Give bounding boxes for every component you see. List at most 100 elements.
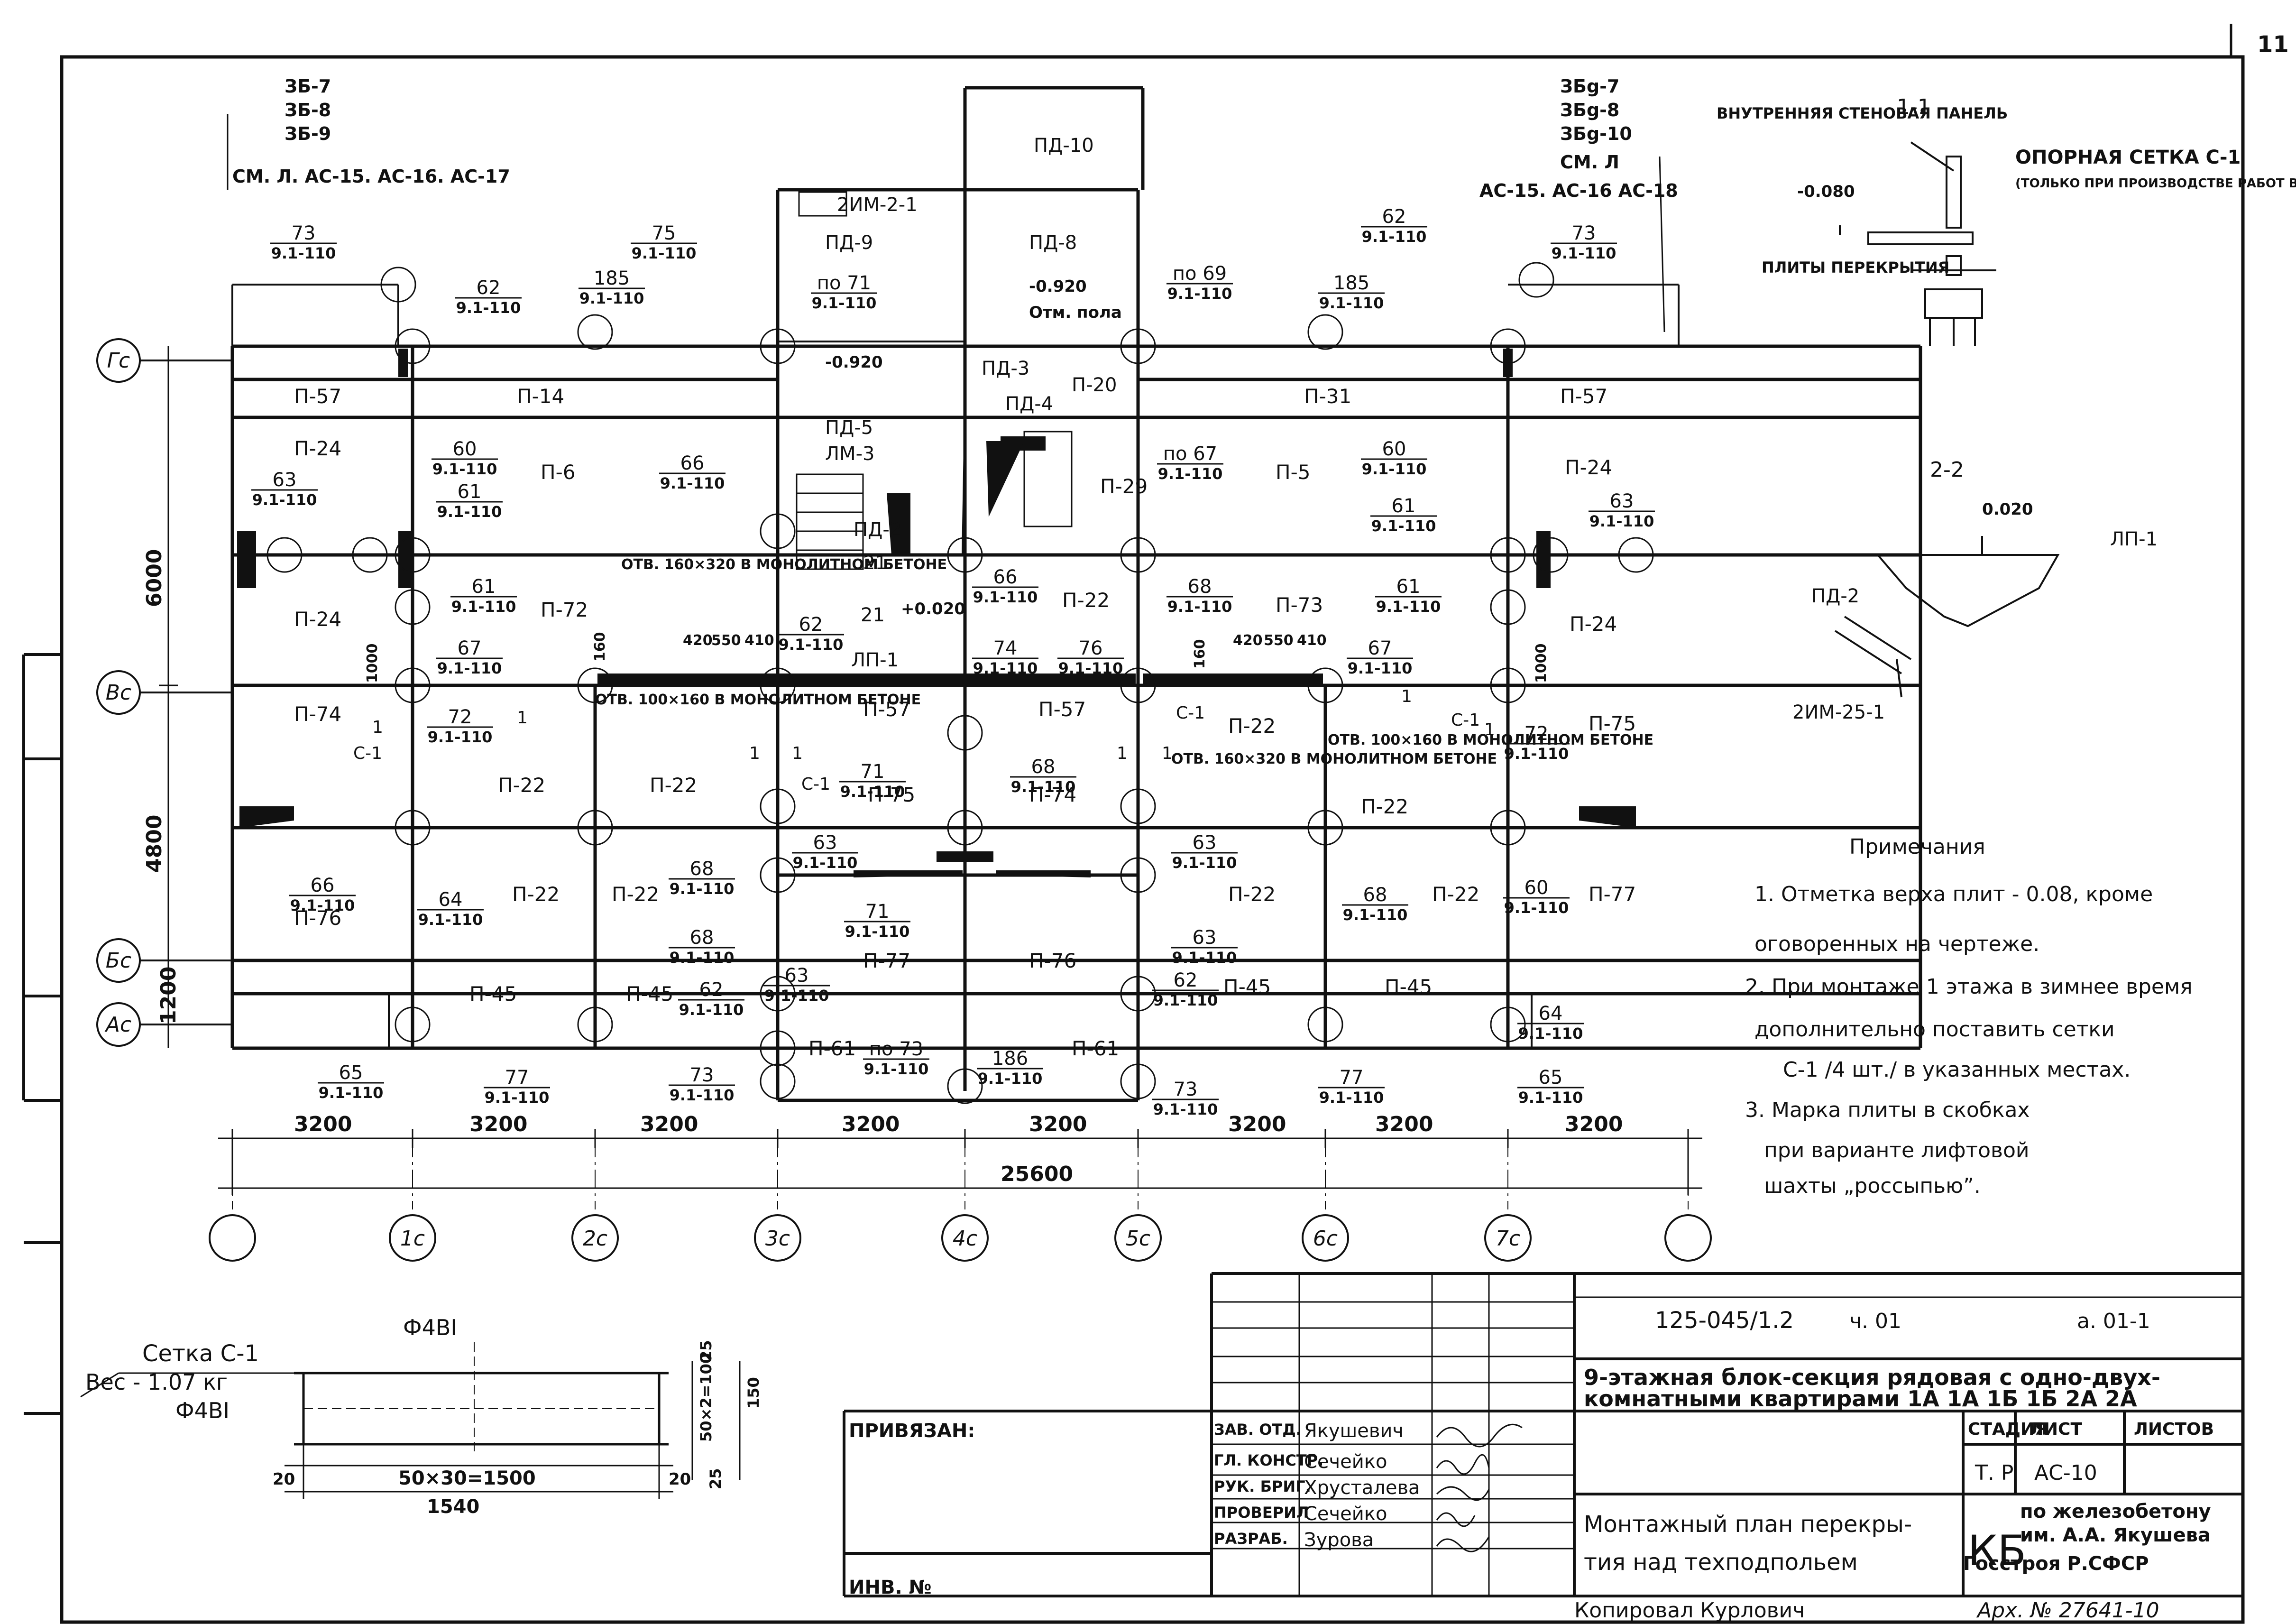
node-label: 689.1-110 (669, 858, 735, 898)
landing-mark: ЛМ-3 (825, 443, 874, 465)
node-series: 9.1-110 (764, 987, 829, 1005)
node-number: 67 (458, 637, 482, 659)
node-number: 62 (1382, 206, 1406, 228)
section-tag: 1 (1401, 687, 1412, 706)
slab-mark: П-22 (498, 774, 545, 797)
note-line: шахты „россыпью”. (1764, 1174, 1981, 1198)
section-tag: 1 (792, 744, 803, 763)
node-label: 639.1-110 (1171, 927, 1238, 967)
node-label: 759.1-110 (631, 222, 697, 262)
node-label: 629.1-110 (455, 277, 522, 317)
node-series: 9.1-110 (437, 503, 502, 521)
level-mark: -0.920 (1029, 277, 1087, 296)
row-dimension: 6000 (142, 549, 166, 607)
person-name: Сечейко (1304, 1503, 1387, 1525)
slab-mark: П-6 (541, 461, 575, 484)
mesh-dim: 25 (707, 1468, 725, 1489)
mesh-title: Сетка С-1 (142, 1340, 259, 1367)
landing-mark: ПД-2 (854, 519, 901, 541)
node-number: 68 (1031, 756, 1056, 778)
org-logo: КБ (1968, 1526, 2026, 1575)
note-line: оговоренных на чертеже. (1754, 932, 2039, 956)
small-dimension: 160 (592, 632, 608, 662)
slab-mark: П-22 (1432, 883, 1479, 906)
node-series: 9.1-110 (1518, 1024, 1583, 1043)
node-series: 9.1-110 (456, 299, 521, 317)
node-number: 73 (690, 1064, 714, 1086)
node-series: 9.1-110 (793, 854, 858, 872)
node-series: 9.1-110 (271, 244, 336, 262)
bay-dimension: 3200 (1375, 1112, 1433, 1136)
node-series: 9.1-110 (660, 474, 725, 492)
row-dimension: 4800 (142, 815, 166, 873)
node-number: 75 (652, 222, 676, 244)
node-label: 629.1-110 (1361, 206, 1427, 246)
node-series: 9.1-110 (579, 289, 644, 307)
row-axis-label: Гс (107, 349, 130, 373)
section-tag: 1 (1484, 720, 1495, 739)
slab-mark: П-73 (1276, 593, 1323, 617)
slab-mark: П-5 (1276, 461, 1310, 484)
node-number: 61 (1396, 576, 1421, 598)
node-number: 62 (1174, 969, 1198, 991)
org-name: им. А.А. Якушева (2020, 1524, 2211, 1546)
node-label: 619.1-110 (1375, 576, 1442, 616)
slab-mark: П-29 (1100, 475, 1148, 498)
section-tag: 1 (1162, 744, 1173, 763)
row-axis-label: Бс (106, 949, 131, 973)
node-series: 9.1-110 (1158, 465, 1223, 483)
role: ГЛ. КОНСТР. (1214, 1451, 1323, 1469)
grid-axes (232, 1138, 1689, 1209)
opening-dimension: 420 (683, 632, 713, 649)
slab-mark: П-22 (1228, 714, 1276, 738)
node-series: 9.1-110 (812, 294, 877, 312)
wall-note: АС-15. АС-16 АС-18 (1479, 180, 1678, 201)
slab-mark: П-24 (294, 608, 341, 631)
node-label: 689.1-110 (1342, 884, 1408, 924)
col-axis-label: 6с (1313, 1227, 1338, 1251)
node-series: 9.1-110 (973, 659, 1038, 677)
slab-mark: П-77 (863, 949, 910, 972)
slab-mark: П-57 (863, 698, 910, 721)
node-label: 739.1-110 (669, 1064, 735, 1104)
node-number: 60 (1525, 877, 1549, 899)
note-line: 3. Марка плиты в скобках (1745, 1098, 2030, 1122)
wall-note: ЗБ-7 (285, 76, 331, 97)
mesh-dim: 150 (744, 1377, 762, 1409)
slab-mark: П-24 (1565, 456, 1612, 479)
node-label: 629.1-110 (678, 979, 744, 1019)
wall-note: ЗБ-8 (285, 100, 331, 120)
node-number: 71 (865, 901, 890, 923)
node-labels: 739.1-110629.1-1101859.1-110759.1-110по … (251, 206, 1655, 1118)
role: РУК. БРИГ. (1214, 1477, 1311, 1495)
drawing-title: Монтажный план перекры- (1584, 1511, 1912, 1538)
section-mesh-label: ОПОРНАЯ СЕТКА С-1 (2015, 147, 2241, 168)
bay-dimension: 3200 (842, 1112, 900, 1136)
node-number: 77 (505, 1067, 529, 1089)
node-label: 609.1-110 (1361, 438, 1427, 478)
node-series: 9.1-110 (1362, 460, 1427, 478)
row-axis-label: Ас (104, 1013, 131, 1037)
wall-note: СМ. Л. АС-15. АС-16. АС-17 (232, 166, 510, 187)
node-series: 9.1-110 (418, 911, 483, 929)
node-number: 63 (785, 965, 809, 987)
node-label: 639.1-110 (1589, 490, 1655, 530)
mesh-dim: 25 (697, 1340, 715, 1361)
node-label: 649.1-110 (417, 889, 484, 929)
section-pd: ПД-2 (1811, 585, 1859, 607)
slab-mark: П-57 (1560, 385, 1607, 408)
node-number: 68 (1363, 884, 1387, 906)
node-label: 729.1-110 (427, 706, 493, 746)
binding-label: ПРИВЯЗАН: (849, 1420, 975, 1442)
node-series: 9.1-110 (1518, 1089, 1583, 1107)
slab-mark: П-45 (1385, 975, 1432, 998)
node-label: 659.1-110 (318, 1062, 384, 1102)
stage-header: СТАДИЯ (1968, 1420, 2048, 1439)
node-series: 9.1-110 (1172, 949, 1237, 967)
col-axis-label: 3с (765, 1227, 790, 1251)
slab-mark: П-22 (1361, 795, 1408, 818)
node-label: 669.1-110 (659, 452, 726, 492)
node-series: 9.1-110 (1343, 906, 1408, 924)
note-line: 2. При монтаже 1 этажа в зимнее время (1745, 975, 2193, 999)
landing-mark: ПД-10 (1034, 135, 1094, 157)
